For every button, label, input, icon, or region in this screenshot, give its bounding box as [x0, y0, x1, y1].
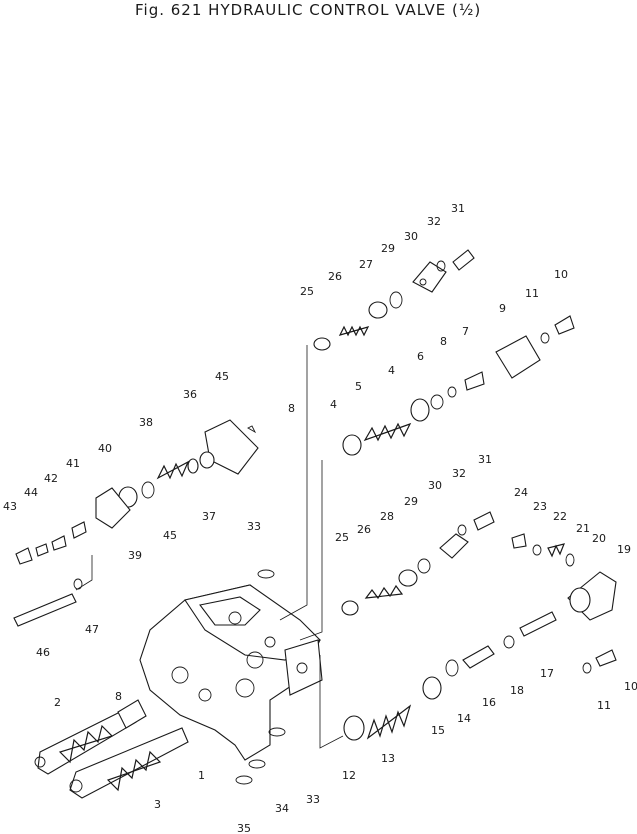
callout-37: 37 [202, 510, 216, 523]
callout-11a: 11 [525, 287, 539, 300]
callout-34: 34 [275, 802, 289, 815]
callout-26b: 26 [357, 523, 371, 536]
callout-30b: 30 [428, 479, 442, 492]
callout-27: 27 [359, 258, 373, 271]
callout-25a: 25 [300, 285, 314, 298]
callout-36: 36 [183, 388, 197, 401]
callout-24: 24 [514, 486, 528, 499]
right-cover-assembly [511, 533, 617, 674]
callout-43: 43 [3, 500, 17, 513]
callout-12: 12 [342, 769, 356, 782]
callout-44: 44 [24, 486, 38, 499]
callout-42: 42 [44, 472, 58, 485]
callout-3: 3 [154, 798, 161, 811]
callout-4b: 4 [330, 398, 337, 411]
callout-29b: 29 [404, 495, 418, 508]
callout-7: 7 [462, 325, 469, 338]
callout-35: 35 [237, 822, 251, 834]
callout-31a: 31 [451, 202, 465, 215]
callout-14: 14 [457, 712, 471, 725]
figure-title: Fig. 621 HYDRAULIC CONTROL VALVE (½) [135, 1, 481, 19]
callout-28: 28 [380, 510, 394, 523]
callout-46: 46 [36, 646, 50, 659]
callout-15: 15 [431, 724, 445, 737]
callout-41: 41 [66, 457, 80, 470]
spool-2 [34, 699, 147, 775]
o-rings [235, 569, 286, 785]
callout-10b: 10 [624, 680, 637, 693]
callout-33a: 33 [247, 520, 261, 533]
middle-relief-assembly [342, 315, 575, 456]
callout-8b: 8 [288, 402, 295, 415]
callout-31b: 31 [478, 453, 492, 466]
callout-47: 47 [85, 623, 99, 636]
callout-8c: 8 [115, 690, 122, 703]
callout-30a: 30 [404, 230, 418, 243]
callout-23: 23 [533, 500, 547, 513]
callout-8a: 8 [440, 335, 447, 348]
callout-11b: 11 [597, 699, 611, 712]
callout-9: 9 [499, 302, 506, 315]
leader-lines [75, 345, 344, 749]
callout-38: 38 [139, 416, 153, 429]
callout-32a: 32 [427, 215, 441, 228]
callout-10a: 10 [554, 268, 568, 281]
callout-13: 13 [381, 752, 395, 765]
callout-39: 39 [128, 549, 142, 562]
callout-numbers: 1 2 3 4 4 5 6 7 8 8 8 9 10 10 11 11 12 1… [3, 202, 637, 834]
callout-1: 1 [198, 769, 205, 782]
callout-45b: 45 [163, 529, 177, 542]
callout-19: 19 [617, 543, 631, 556]
callout-22: 22 [553, 510, 567, 523]
callout-45a: 45 [215, 370, 229, 383]
spool-3 [69, 727, 189, 799]
callout-32b: 32 [452, 467, 466, 480]
upper-relief-assembly [313, 249, 475, 351]
callout-5: 5 [355, 380, 362, 393]
lower-relief-assembly [341, 511, 557, 741]
callout-20: 20 [592, 532, 606, 545]
left-cover-assembly [13, 419, 259, 627]
callout-25b: 25 [335, 531, 349, 544]
callout-18: 18 [510, 684, 524, 697]
callout-16: 16 [482, 696, 496, 709]
callout-17: 17 [540, 667, 554, 680]
callout-33b: 33 [306, 793, 320, 806]
callout-21: 21 [576, 522, 590, 535]
callout-40: 40 [98, 442, 112, 455]
callout-2: 2 [54, 696, 61, 709]
callout-6: 6 [417, 350, 424, 363]
valve-body [139, 584, 323, 761]
callout-4: 4 [388, 364, 395, 377]
callout-26a: 26 [328, 270, 342, 283]
callout-29a: 29 [381, 242, 395, 255]
